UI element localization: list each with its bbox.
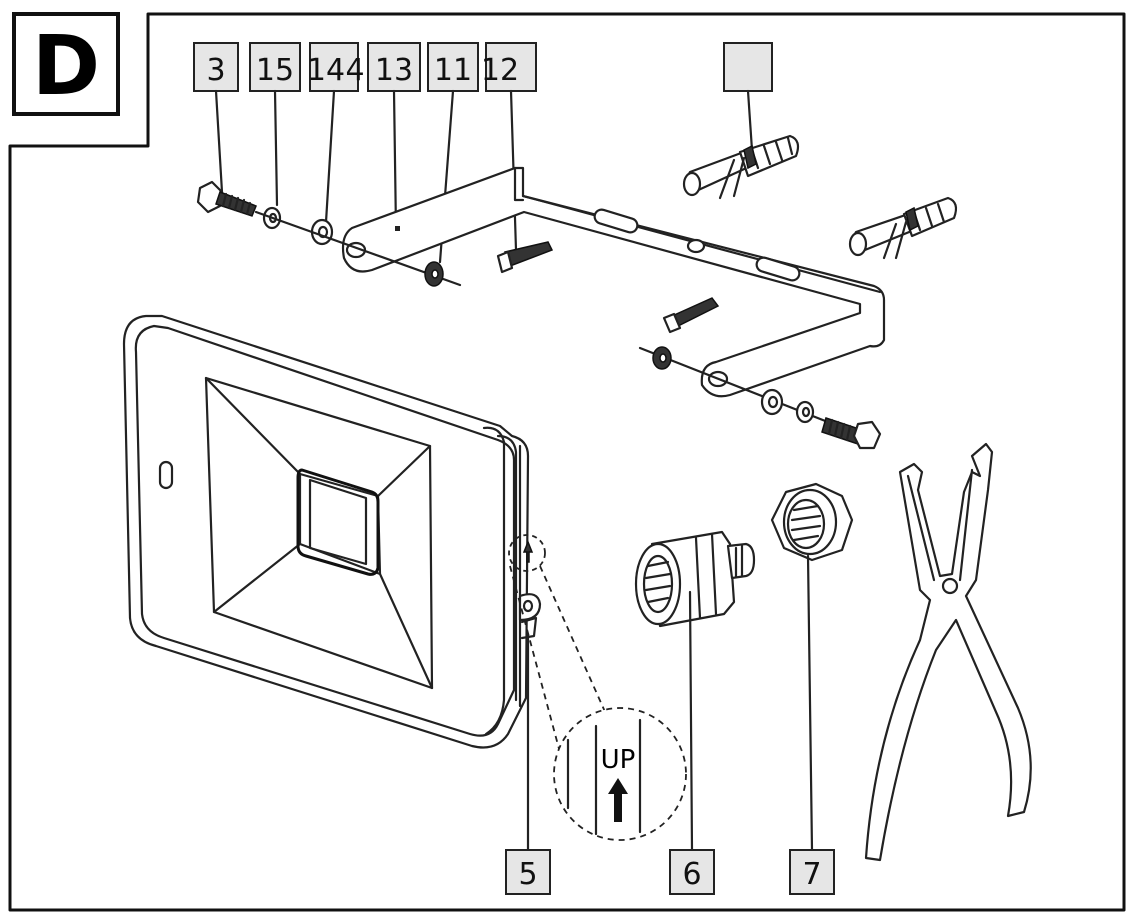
floodlight — [122, 314, 542, 749]
callout-12-label: 12 — [481, 53, 519, 88]
callout-3: 3 — [193, 42, 239, 92]
washer-right-large — [760, 388, 784, 416]
up-arrow-marker — [522, 539, 534, 563]
callout-13: 13 — [367, 42, 421, 92]
callout-14-label: 14 — [307, 53, 345, 88]
mounting-bracket — [341, 166, 886, 398]
nut-right — [652, 346, 672, 370]
detail-zoom-circle — [553, 707, 687, 841]
wall-plug-1 — [682, 134, 800, 200]
detail-source-circle — [508, 534, 546, 572]
callout-13-label: 13 — [375, 53, 413, 88]
detail-callout: UP — [508, 534, 687, 841]
housing-slot — [158, 460, 174, 490]
nut-11 — [424, 261, 444, 287]
screw-right — [662, 297, 720, 334]
callout-5-label: 5 — [518, 857, 537, 892]
bracket-slot-1 — [593, 208, 639, 234]
callout-6-label: 6 — [682, 857, 701, 892]
callout-7-label: 7 — [802, 857, 821, 892]
cable-gland-6 — [634, 530, 756, 628]
section-letter: D — [32, 19, 100, 114]
callout-11: 11 — [427, 42, 479, 92]
mounting-lug — [518, 593, 542, 622]
wall-plug-2 — [848, 196, 958, 260]
callout-6: 6 — [669, 590, 715, 895]
callout-blank — [723, 42, 773, 92]
bracket-center-hole — [686, 238, 706, 254]
detail-up-label: UP — [601, 745, 636, 775]
callout-11-label: 11 — [434, 53, 472, 88]
nut-7 — [770, 482, 854, 562]
callout-15-label: 15 — [256, 53, 294, 88]
callout-3-label: 3 — [206, 53, 225, 88]
pliers-tool — [864, 442, 1032, 862]
callout-7: 7 — [789, 554, 835, 895]
section-badge: D — [12, 12, 120, 116]
callout-4-label: 4 — [345, 53, 364, 88]
washer-right-small — [795, 400, 815, 424]
screw-12 — [496, 241, 554, 274]
diagram-frame — [8, 12, 1126, 912]
callout-5: 5 — [505, 634, 551, 895]
bolt-3 — [196, 180, 257, 217]
callout-12: 12 — [481, 42, 537, 92]
callout-14-4: 14 4 — [307, 42, 365, 92]
bolt-right — [821, 417, 882, 450]
led-square — [296, 468, 380, 576]
detail-up-arrow — [608, 778, 628, 822]
callout-15: 15 — [249, 42, 301, 92]
bracket-slot-2 — [755, 256, 801, 282]
